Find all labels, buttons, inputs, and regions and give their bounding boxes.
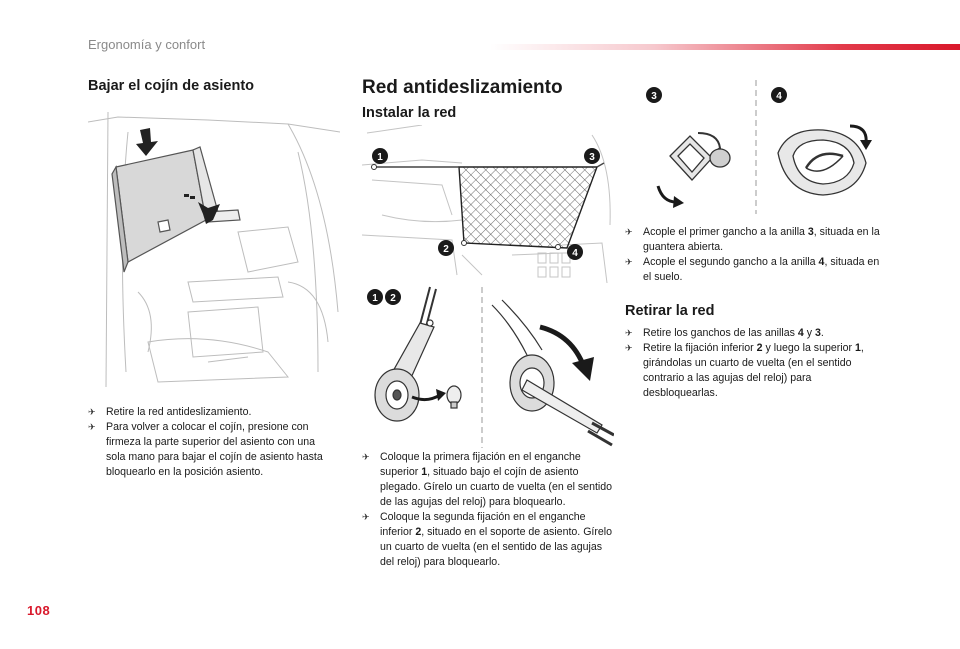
- list-item: ✈Coloque la primera fijación en el engan…: [362, 451, 613, 508]
- seat-cushion-heading: Bajar el cojín de asiento: [88, 78, 254, 94]
- bullet-icon: ✈: [362, 452, 370, 462]
- badge-3-icon: 3: [584, 148, 600, 164]
- list-item: ✈Coloque la segunda fijación en el engan…: [362, 511, 613, 568]
- install-net-heading: Instalar la red: [362, 105, 457, 121]
- svg-text:2: 2: [390, 293, 396, 304]
- bullet-icon: ✈: [625, 257, 633, 267]
- bullet-icon: ✈: [625, 328, 633, 338]
- svg-text:2: 2: [443, 244, 449, 255]
- bullet-icon: ✈: [362, 512, 370, 522]
- list-item: ✈Retire la red antideslizamiento.: [88, 406, 252, 418]
- hook-steps: ✈Acople el primer gancho a la anilla 3, …: [625, 225, 880, 285]
- hook-rings-illustration: 3 4: [628, 78, 880, 216]
- fixing-rotation-illustration: 1 2: [362, 285, 614, 450]
- svg-text:1: 1: [372, 293, 378, 304]
- badge-2-icon: 2: [385, 289, 401, 305]
- bullet-icon: ✈: [625, 227, 633, 237]
- badge-4-icon: 4: [771, 87, 787, 103]
- non-slip-net-heading: Red antideslizamiento: [362, 77, 563, 98]
- list-item: ✈Acople el primer gancho a la anilla 3, …: [625, 226, 880, 253]
- svg-text:4: 4: [572, 248, 578, 259]
- section-title: Ergonomía y confort: [88, 37, 206, 52]
- svg-text:3: 3: [651, 91, 657, 102]
- page-number: 108: [27, 603, 51, 618]
- list-item: ✈Para volver a colocar el cojín, presion…: [88, 421, 323, 478]
- remove-net-heading: Retirar la red: [625, 303, 715, 319]
- list-item: ✈Retire la fijación inferior 2 y luego l…: [625, 342, 864, 399]
- list-item: ✈Retire los ganchos de las anillas 4 y 3…: [625, 327, 824, 339]
- badge-4-icon: 4: [567, 244, 583, 260]
- svg-text:4: 4: [776, 91, 782, 102]
- bullet-icon: ✈: [88, 407, 96, 417]
- seat-cushion-illustration: [88, 112, 340, 390]
- badge-1-icon: 1: [372, 148, 388, 164]
- bullet-icon: ✈: [625, 343, 633, 353]
- badge-2-icon: 2: [438, 240, 454, 256]
- svg-text:3: 3: [589, 152, 595, 163]
- header-accent-bar: [490, 44, 960, 50]
- seat-cushion-steps: ✈Retire la red antideslizamiento. ✈Para …: [88, 405, 333, 480]
- badge-1-icon: 1: [367, 289, 383, 305]
- install-steps: ✈Coloque la primera fijación en el engan…: [362, 450, 617, 570]
- bullet-icon: ✈: [88, 422, 96, 432]
- net-installed-illustration: 1 3 2 4: [362, 125, 614, 283]
- list-item: ✈Acople el segundo gancho a la anilla 4,…: [625, 256, 880, 283]
- badge-3-icon: 3: [646, 87, 662, 103]
- svg-text:1: 1: [377, 152, 383, 163]
- remove-steps: ✈Retire los ganchos de las anillas 4 y 3…: [625, 326, 880, 401]
